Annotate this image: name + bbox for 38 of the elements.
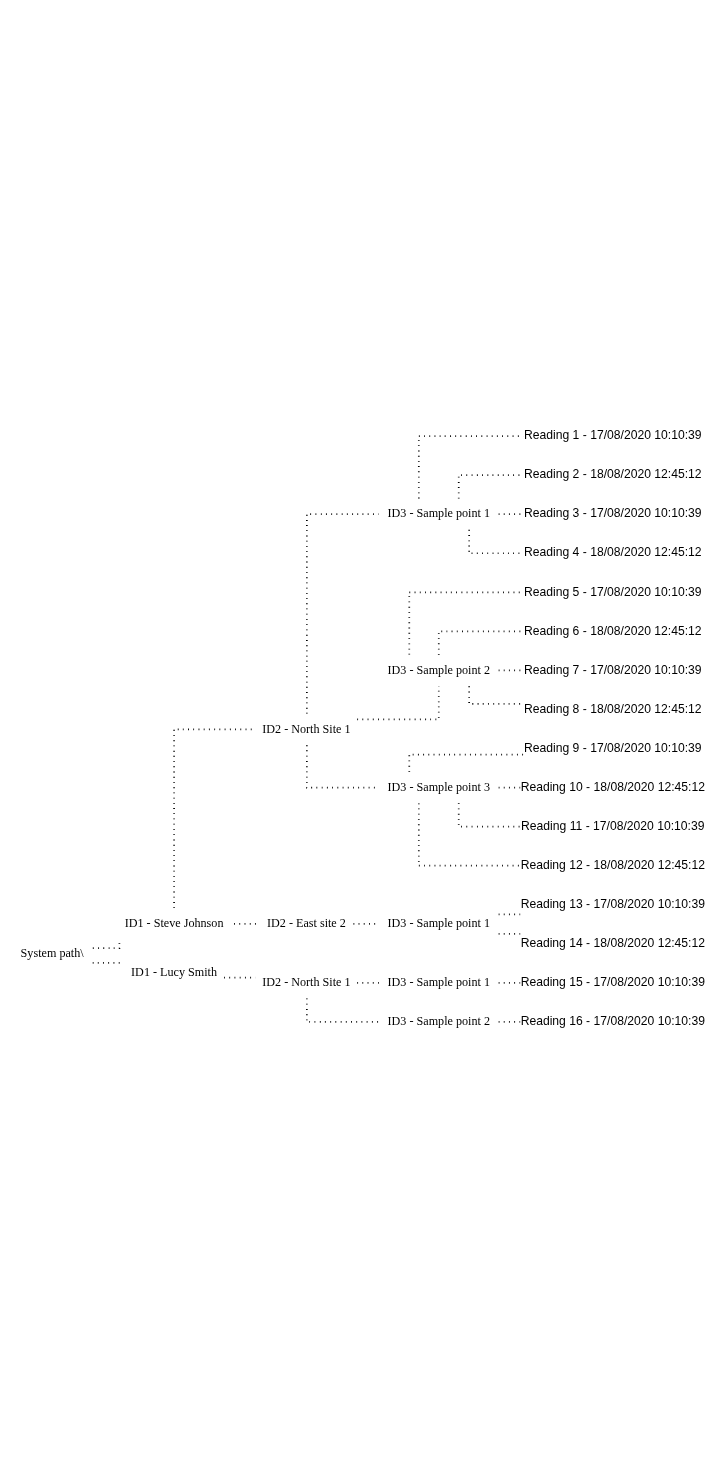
- node-text: Reading 5 - 17/08/2020 10:10:39: [524, 584, 702, 599]
- node-text: Reading 15 - 17/08/2020 10:10:39: [520, 975, 705, 990]
- connector: [457, 802, 522, 828]
- node-text: ID3 - Sample point 3: [387, 779, 491, 794]
- node-text: Reading 1 - 17/08/2020 10:10:39: [524, 428, 702, 443]
- node-text: Reading 9 - 17/08/2020 10:10:39: [524, 740, 702, 755]
- node-text: ID1 - Lucy Smith: [131, 964, 218, 979]
- connector: [497, 786, 522, 789]
- node-text: ID2 - North Site 1: [262, 975, 351, 990]
- connector: [497, 913, 522, 916]
- node-text: ID3 - Sample point 2: [387, 662, 491, 677]
- node-text: Reading 14 - 18/08/2020 12:45:12: [520, 936, 705, 951]
- node-text: Reading 8 - 18/08/2020 12:45:12: [524, 701, 702, 716]
- node-text: Reading 2 - 18/08/2020 12:45:12: [524, 467, 702, 482]
- connector: [417, 802, 522, 867]
- node-text: ID3 - Sample point 1: [387, 916, 491, 931]
- node-text: Reading 16 - 17/08/2020 10:10:39: [520, 1014, 705, 1029]
- connector: [497, 982, 522, 984]
- node-text: ID3 - Sample point 2: [387, 1014, 491, 1029]
- node-text: System path\: [20, 945, 84, 960]
- connector: [408, 753, 525, 773]
- node-text: Reading 11 - 17/08/2020 10:10:39: [521, 818, 705, 833]
- node-text: Reading 4 - 18/08/2020 12:45:12: [524, 545, 702, 560]
- node-text: ID3 - Sample point 1: [387, 975, 491, 990]
- node-text: ID1 - Steve Johnson: [124, 916, 224, 931]
- node-text: Reading 7 - 17/08/2020 10:10:39: [524, 662, 702, 677]
- connector: [497, 932, 522, 935]
- node-text: ID2 - North Site 1: [262, 721, 351, 736]
- node-text: Reading 13 - 17/08/2020 10:10:39: [520, 896, 705, 911]
- node-text: Reading 3 - 17/08/2020 10:10:39: [524, 506, 702, 521]
- node-text: ID3 - Sample point 1: [387, 506, 491, 521]
- node-text: Reading 6 - 18/08/2020 12:45:12: [524, 623, 702, 638]
- connector: [497, 1021, 522, 1023]
- node-text: Reading 12 - 18/08/2020 12:45:12: [520, 857, 705, 872]
- connector: [306, 513, 380, 715]
- node-text: ID2 - East site 2: [266, 916, 346, 931]
- connector: [356, 982, 380, 984]
- node-text: Reading 10 - 18/08/2020 12:45:12: [520, 779, 705, 794]
